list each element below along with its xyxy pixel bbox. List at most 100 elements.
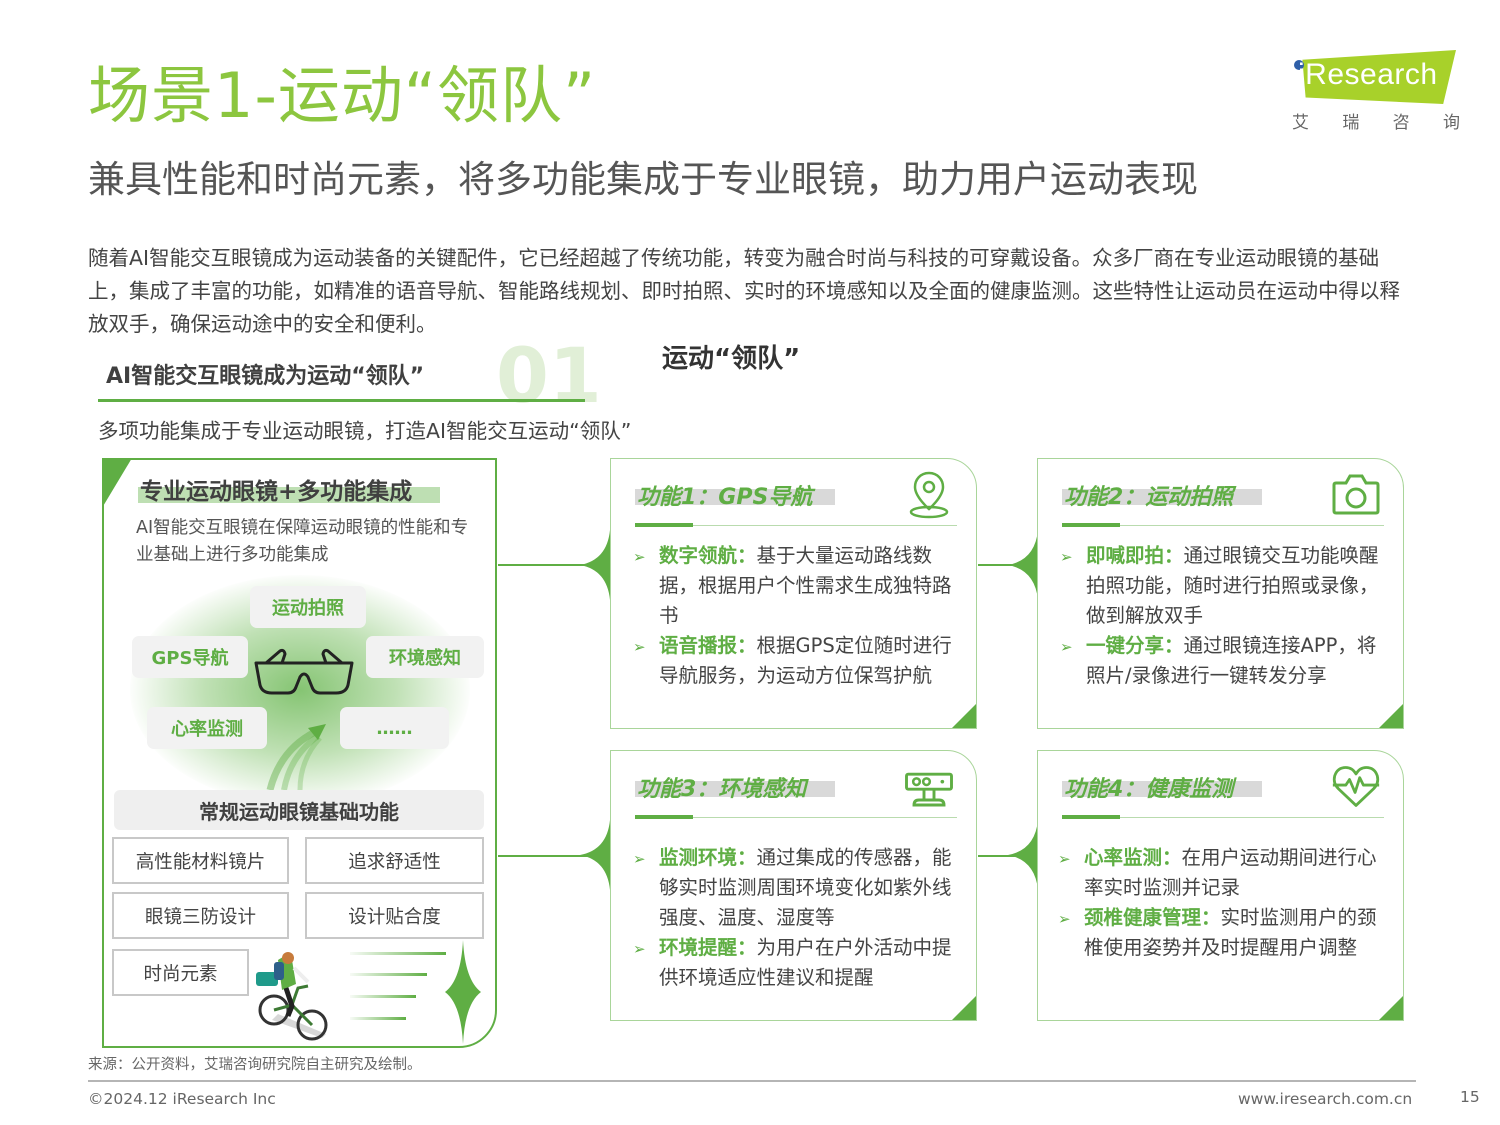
bullet-text: 在用户运动期间进行心率实时监测并记录 [1084,846,1377,899]
glasses-icon [254,648,354,695]
card-body: ➢ 心率监测：在用户运动期间进行心率实时监测并记录 ➢颈椎健康管理：实时监测用户的… [1058,843,1388,963]
feature-card-health: 功能4：健康监测 ➢ 心率监测：在用户运动期间进行心率实时监测并记录 ➢颈椎健康管… [1037,750,1404,1021]
bullet-text: 为用户在户外活动中提供环境适应性建议和提醒 [659,936,952,989]
bullet-item: ➢ 数字领航：基于大量运动路线数据，根据用户个性需求生成独特路书 [633,541,963,631]
logo-char: 艾 [1292,113,1309,133]
sparkle-star-icon [445,940,481,1044]
card-body: ➢即喊即拍：通过眼镜交互功能唤醒拍照功能，随时进行拍照或录像，做到解放双手 ➢一… [1060,541,1390,691]
arrow-bullet-icon: ➢ [633,940,646,958]
panel-title: 专业运动眼镜+多功能集成 [140,479,413,505]
card-divider [1062,817,1384,818]
card-title: 功能2：运动拍照 [1064,485,1234,510]
card-divider-accent [635,815,693,819]
page-subtitle: 兼具性能和时尚元素，将多功能集成于专业眼镜，助力用户运动表现 [88,158,1198,201]
card-title: 功能4：健康监测 [1064,777,1234,802]
panel-corner-accent [104,460,132,508]
card-divider [1062,525,1384,526]
bullet-text: 通过眼镜连接APP，将照片/录像进行一键转发分享 [1086,634,1377,687]
card-corner-fold [952,704,976,728]
bullet-item: ➢监测环境：通过集成的传感器，能够实时监测周围环境变化如紫外线强度、温度、湿度等 [633,843,963,933]
bullet-text: 根据GPS定位随时进行导航服务，为运动方位保驾护航 [659,634,952,687]
sensor-device-icon [905,772,953,807]
logo-char: 瑞 [1342,113,1360,133]
arrow-bullet-icon: ➢ [633,548,646,566]
camera-icon [1332,474,1380,515]
chip-heart-rate: 心率监测 [147,707,267,749]
card-title-highlight [1062,781,1262,797]
chip-more: …… [340,707,449,749]
feature-card-photo: 功能2：运动拍照 ➢即喊即拍：通过眼镜交互功能唤醒拍照功能，随时进行拍照或录像，… [1037,458,1404,729]
card-divider [635,525,957,526]
chip-sport-photo: 运动拍照 [250,586,366,628]
bullet-text: 基于大量运动路线数据，根据用户个性需求生成独特路书 [659,544,952,627]
section-underline [98,399,585,402]
upward-arrow-icon [266,724,326,790]
intro-paragraph: 随着AI智能交互眼镜成为运动装备的关键配件，它已经超越了传统功能，转变为融合时尚… [88,246,1400,336]
connector-line [498,855,610,857]
speed-line [350,1017,406,1020]
bullet-item: ➢一键分享：通过眼镜连接APP，将照片/录像进行一键转发分享 [1060,631,1390,691]
card-title-highlight [1062,489,1262,505]
bullet-text: 实时监测用户的颈椎使用姿势并及时提醒用户调整 [1084,906,1377,959]
bullet-text: 通过眼镜交互功能唤醒拍照功能，随时进行拍照或录像，做到解放双手 [1086,544,1379,627]
card-divider-accent [635,523,693,527]
bullet-keyword: 心率监测： [1084,846,1182,869]
card-divider [635,817,957,818]
feature-card-environment: 功能3：环境感知 ➢监测环境：通过集成的传感器，能够实时监测周围环境变化如紫外线… [610,750,977,1021]
connector-line [978,855,1038,857]
website-link[interactable]: www.iresearch.com.cn [1238,1090,1413,1108]
arrow-bullet-icon: ➢ [1058,850,1071,868]
panel-title-highlight [138,487,440,503]
bullet-item: ➢ 心率监测：在用户运动期间进行心率实时监测并记录 [1058,843,1388,903]
base-functions-title: 常规运动眼镜基础功能 [114,790,484,830]
speed-line [350,973,427,976]
arrow-bullet-icon: ➢ [633,638,646,656]
speed-line [350,952,446,955]
feature-card-gps: 功能1：GPS导航 ➢数字领航：基于大量运动路线数据，根据用户个性需求生成独特路… [610,458,977,729]
page-number: 15 [1460,1088,1480,1106]
card-corner-fold [1379,996,1403,1020]
page-title: 场景1-运动“领队” [88,59,597,132]
bullet-keyword: 数字领航： [659,544,757,567]
logo-char: 咨 [1392,113,1410,133]
arrow-bullet-icon: ➢ [633,850,646,868]
card-corner-fold [1379,704,1403,728]
chip-environment: 环境感知 [366,636,484,678]
iresearch-logo: iResearch 艾 瑞 咨 询 [1288,48,1460,138]
base-item: 眼镜三防设计 [112,892,289,939]
source-note: 来源：公开资料，艾瑞咨询研究院自主研究及绘制。 [88,1057,422,1073]
card-corner-fold [952,996,976,1020]
logo-brand-text: iResearch [1298,58,1438,91]
bullet-keyword: 即喊即拍： [1086,544,1184,567]
base-item: 追求舒适性 [305,837,484,884]
section-subtitle: 多项功能集成于专业运动眼镜，打造AI智能交互运动“领队” [98,419,632,443]
card-body: ➢ 数字领航：基于大量运动路线数据，根据用户个性需求生成独特路书 ➢ 语音播报：根据… [633,541,963,691]
heart-pulse-icon [1332,766,1380,807]
base-item: 高性能材料镜片 [112,837,289,884]
bullet-item: ➢环境提醒：为用户在户外活动中提供环境适应性建议和提醒 [633,933,963,993]
card-title-highlight [635,489,835,505]
card-title: 功能3：环境感知 [637,777,807,802]
chip-gps: GPS导航 [132,636,248,678]
logo-char: 询 [1442,113,1460,133]
connector-line [498,564,610,566]
bullet-item: ➢ 语音播报：根据GPS定位随时进行导航服务，为运动方位保驾护航 [633,631,963,691]
location-pin-icon [909,471,949,519]
section-title: AI智能交互眼镜成为运动“领队” [106,364,425,389]
bullet-item: ➢颈椎健康管理：实时监测用户的颈椎使用姿势并及时提醒用户调整 [1058,903,1388,963]
card-body: ➢监测环境：通过集成的传感器，能够实时监测周围环境变化如紫外线强度、温度、湿度等… [633,843,963,993]
cyclist-illustration-icon [256,952,328,1041]
bullet-text: 通过集成的传感器，能够实时监测周围环境变化如紫外线强度、温度、湿度等 [659,846,952,929]
logo-band [1302,50,1456,104]
copyright: ©2024.12 iResearch Inc [88,1090,276,1108]
footer-divider [88,1080,1416,1082]
section-number: 01 [496,331,602,420]
section-right-heading: 运动“领队” [662,344,801,374]
bullet-keyword: 语音播报： [659,634,757,657]
bullet-keyword: 一键分享： [1086,634,1184,657]
bullet-keyword: 颈椎健康管理： [1084,906,1221,929]
panel-description: AI智能交互眼镜在保障运动眼镜的性能和专业基础上进行多功能集成 [136,518,469,565]
card-divider-accent [1062,523,1120,527]
logo-dot [1294,60,1304,70]
card-divider-accent [1062,815,1120,819]
